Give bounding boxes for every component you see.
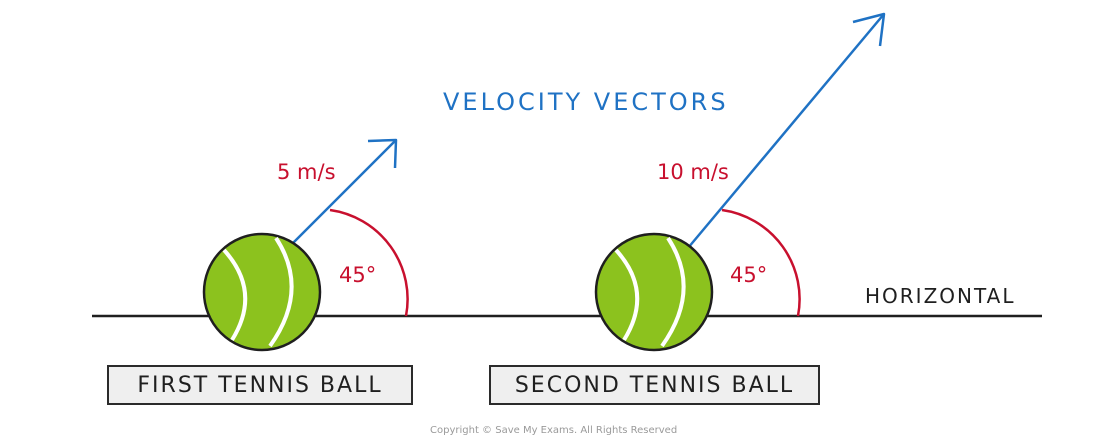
first-angle-label: 45° — [339, 263, 377, 287]
first-tennis-ball-icon — [202, 232, 322, 352]
first-ball-group — [202, 138, 409, 352]
first-velocity-vector — [291, 139, 397, 245]
second-angle-arc — [721, 208, 801, 317]
second-ball-group — [594, 12, 886, 352]
second-tennis-ball-icon — [594, 232, 714, 352]
second-ball-label: SECOND TENNIS BALL — [514, 372, 795, 398]
first-vector-arrowhead — [367, 138, 398, 169]
copyright-text: Copyright © Save My Exams. All Rights Re… — [430, 425, 678, 436]
diagram-title: VELOCITY VECTORS — [443, 88, 729, 116]
first-ball-label: FIRST TENNIS BALL — [137, 372, 383, 398]
first-ball-label-box: FIRST TENNIS BALL — [107, 365, 413, 405]
first-angle-arc — [329, 208, 409, 317]
horizontal-label: HORIZONTAL — [865, 284, 1016, 308]
second-angle-label: 45° — [730, 263, 768, 287]
second-ball-label-box: SECOND TENNIS BALL — [489, 365, 820, 405]
first-speed-label: 5 m/s — [277, 160, 336, 184]
second-vector-arrowhead — [852, 12, 886, 47]
second-speed-label: 10 m/s — [657, 160, 729, 184]
second-velocity-vector — [687, 13, 885, 249]
